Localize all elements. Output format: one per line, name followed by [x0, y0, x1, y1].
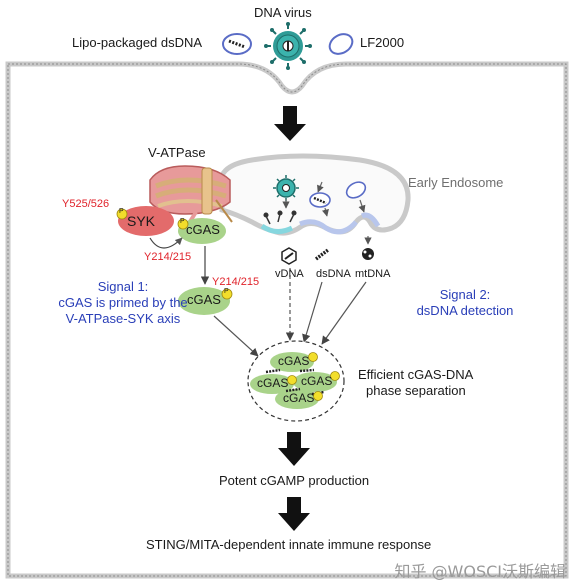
phospho-badge-primed [221, 288, 233, 300]
dna-virus-label: DNA virus [254, 5, 312, 20]
dsdna-icon [314, 248, 330, 261]
condensate-cgas-2: cGAS [257, 376, 289, 390]
signal1-line2: cGAS is primed by the [58, 295, 188, 310]
vdna-hexagon-icon [281, 247, 297, 265]
phospho-p-cgas: P [180, 218, 185, 225]
endosome-lf2000-vesicle-icon [345, 181, 367, 213]
primed-to-condensate-arrow [213, 315, 259, 357]
endosome-virus-icon [273, 175, 299, 209]
cgas-label: cGAS [186, 222, 220, 237]
phosphorylation-arrow [149, 237, 183, 249]
primed-cgas-protein [178, 287, 230, 315]
signal2-line2: dsDNA detection [416, 303, 514, 318]
condensate-cgas-3: cGAS [301, 374, 333, 388]
virus-remnant-icon [263, 210, 297, 225]
phospho-p-primed: P [224, 288, 229, 295]
condensate-cgas-4: cGAS [283, 391, 315, 405]
dsdna-to-condensate-arrow [302, 281, 323, 343]
early-endosome-label: Early Endosome [408, 175, 504, 190]
lf2000-vesicle-icon [328, 33, 354, 55]
mtdna-label: mtDNA [355, 268, 391, 280]
phase-separation-label-2: phase separation [366, 383, 466, 398]
y525-526-label: Y525/526 [62, 198, 110, 210]
phospho-badge-cgas [177, 218, 189, 230]
arrow-down-icon [274, 106, 306, 141]
phospho-badge-syk [116, 208, 128, 220]
syk-protein [118, 206, 174, 236]
lf2000-label: LF2000 [360, 35, 405, 50]
cgas-protein [178, 218, 226, 244]
cell-membrane [5, 61, 569, 579]
lipo-packaged-dsdna-label: Lipo-packaged dsDNA [72, 35, 203, 50]
y214-215-left-label: Y214/215 [144, 251, 192, 263]
primed-cgas-label: cGAS [187, 292, 221, 307]
v-atpase-label: V-ATPase [148, 145, 206, 160]
signal1-line3: V-ATPase-SYK axis [65, 311, 181, 326]
arrow-down-icon [278, 497, 310, 531]
lipo-vesicle-icon [222, 33, 252, 55]
mtdna-icon [362, 236, 374, 260]
y214-215-right-label: Y214/215 [212, 276, 260, 288]
dna-virus-icon [264, 22, 312, 70]
signal2-title: Signal 2: [439, 287, 491, 302]
mtdna-to-condensate-arrow [321, 281, 367, 345]
phase-separation-condensate [247, 340, 345, 422]
arrow-down-icon [278, 432, 310, 466]
cgamp-production-label: Potent cGAMP production [219, 473, 370, 488]
dsdna-label: dsDNA [316, 268, 351, 280]
phospho-p-syk: P [119, 208, 124, 215]
sting-response-label: STING/MITA-dependent innate immune respo… [146, 537, 432, 552]
endosome-lipo-vesicle-icon [309, 181, 331, 217]
phase-separation-label-1: Efficient cGAS-DNA [358, 367, 474, 382]
condensate-cgas-1: cGAS [278, 354, 310, 368]
vdna-label: vDNA [275, 268, 304, 280]
watermark: 知乎 @WOSCI沃斯编辑 [394, 562, 566, 581]
syk-label: SYK [127, 213, 156, 229]
signal1-title: Signal 1: [97, 279, 149, 294]
